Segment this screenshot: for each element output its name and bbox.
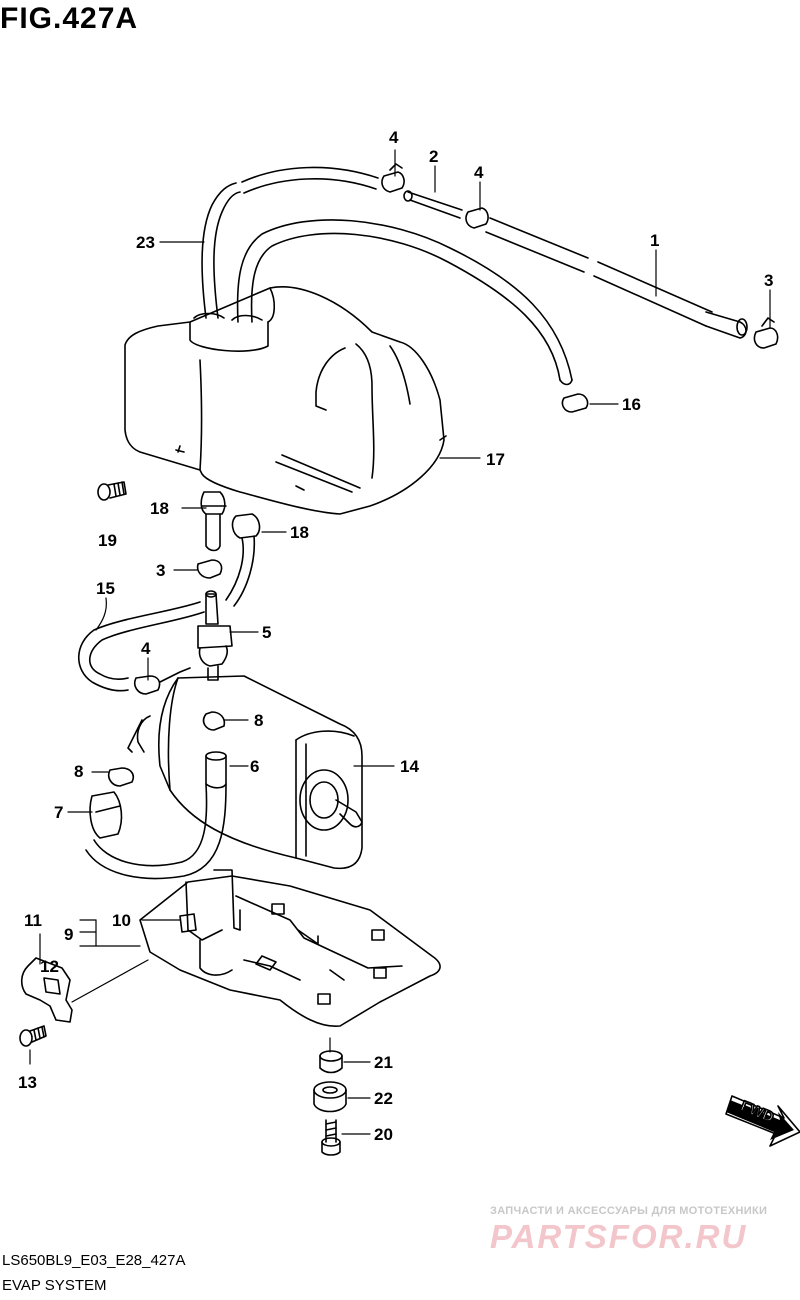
callout-2: 2 — [429, 147, 438, 166]
callout-3: 3 — [156, 561, 165, 580]
callout-9: 9 — [64, 925, 73, 944]
leader-lines — [29, 149, 771, 1135]
clamp-8-upper — [202, 711, 226, 731]
callout-4: 4 — [474, 163, 484, 182]
callout-16: 16 — [622, 395, 641, 414]
collar-21 — [319, 1050, 343, 1074]
bolt-20 — [321, 1119, 341, 1156]
valve-5 — [197, 590, 233, 681]
clamp-4-lower — [133, 667, 191, 695]
callout-17: 17 — [486, 450, 505, 469]
hose-15 — [78, 601, 205, 692]
figure-title: FIG.427A — [0, 2, 139, 35]
canister-14 — [127, 675, 363, 870]
callout-4: 4 — [141, 639, 151, 658]
callout-8: 8 — [74, 762, 83, 781]
callout-23: 23 — [136, 233, 155, 252]
callout-3: 3 — [764, 271, 773, 290]
callout-6: 6 — [250, 757, 259, 776]
hose-6 — [85, 751, 227, 880]
hose-17-return — [236, 219, 573, 386]
clamp-4-top — [381, 163, 405, 193]
figure-code: LS650BL9_E03_E28_427A — [2, 1252, 186, 1269]
callout-18: 18 — [290, 523, 309, 542]
cap-18-left — [200, 491, 227, 552]
hose-7-fitting — [89, 791, 123, 839]
watermark-logo: PARTSFOR.RU — [490, 1218, 748, 1255]
callout-11: 11 — [24, 911, 42, 930]
clamp-8-lower — [107, 767, 135, 787]
callout-labels: 4 2 4 1 3 16 17 23 18 19 18 3 15 5 4 8 6… — [18, 128, 773, 1144]
callout-20: 20 — [374, 1125, 393, 1144]
callout-1: 1 — [650, 231, 659, 250]
screw-13 — [19, 1025, 47, 1047]
screw-19 — [97, 481, 127, 501]
figure-caption: EVAP SYSTEM — [2, 1277, 107, 1294]
callout-8: 8 — [254, 711, 263, 730]
callout-15: 15 — [96, 579, 115, 598]
bracket-9 — [139, 869, 441, 1027]
forward-arrow-icon: FWD — [725, 1095, 800, 1147]
grommet-22 — [313, 1081, 347, 1113]
hose-1 — [485, 217, 748, 339]
callout-13: 13 — [18, 1073, 37, 1092]
pipe-2 — [403, 190, 463, 219]
clamp-4-mid — [465, 207, 489, 229]
callout-21: 21 — [374, 1053, 393, 1072]
callout-18: 18 — [150, 499, 169, 518]
clamp-16 — [561, 393, 589, 413]
callout-7: 7 — [54, 803, 63, 822]
tank-17 — [124, 286, 447, 515]
callout-19: 19 — [98, 531, 117, 550]
callout-14: 14 — [400, 757, 419, 776]
clamp-11 — [20, 957, 73, 1023]
callout-12: 12 — [40, 957, 59, 976]
callout-5: 5 — [262, 623, 271, 642]
callout-4: 4 — [389, 128, 399, 147]
cap-18-right — [225, 513, 261, 607]
callout-10: 10 — [112, 911, 131, 930]
grommet-10 — [179, 913, 197, 933]
hose-23 — [201, 166, 379, 319]
clamp-3-top — [753, 317, 779, 349]
clamp-3-mid — [196, 559, 223, 579]
watermark-tagline: ЗАПЧАСТИ И АКСЕССУАРЫ ДЛЯ МОТОТЕХНИКИ — [490, 1205, 768, 1217]
callout-22: 22 — [374, 1089, 393, 1108]
